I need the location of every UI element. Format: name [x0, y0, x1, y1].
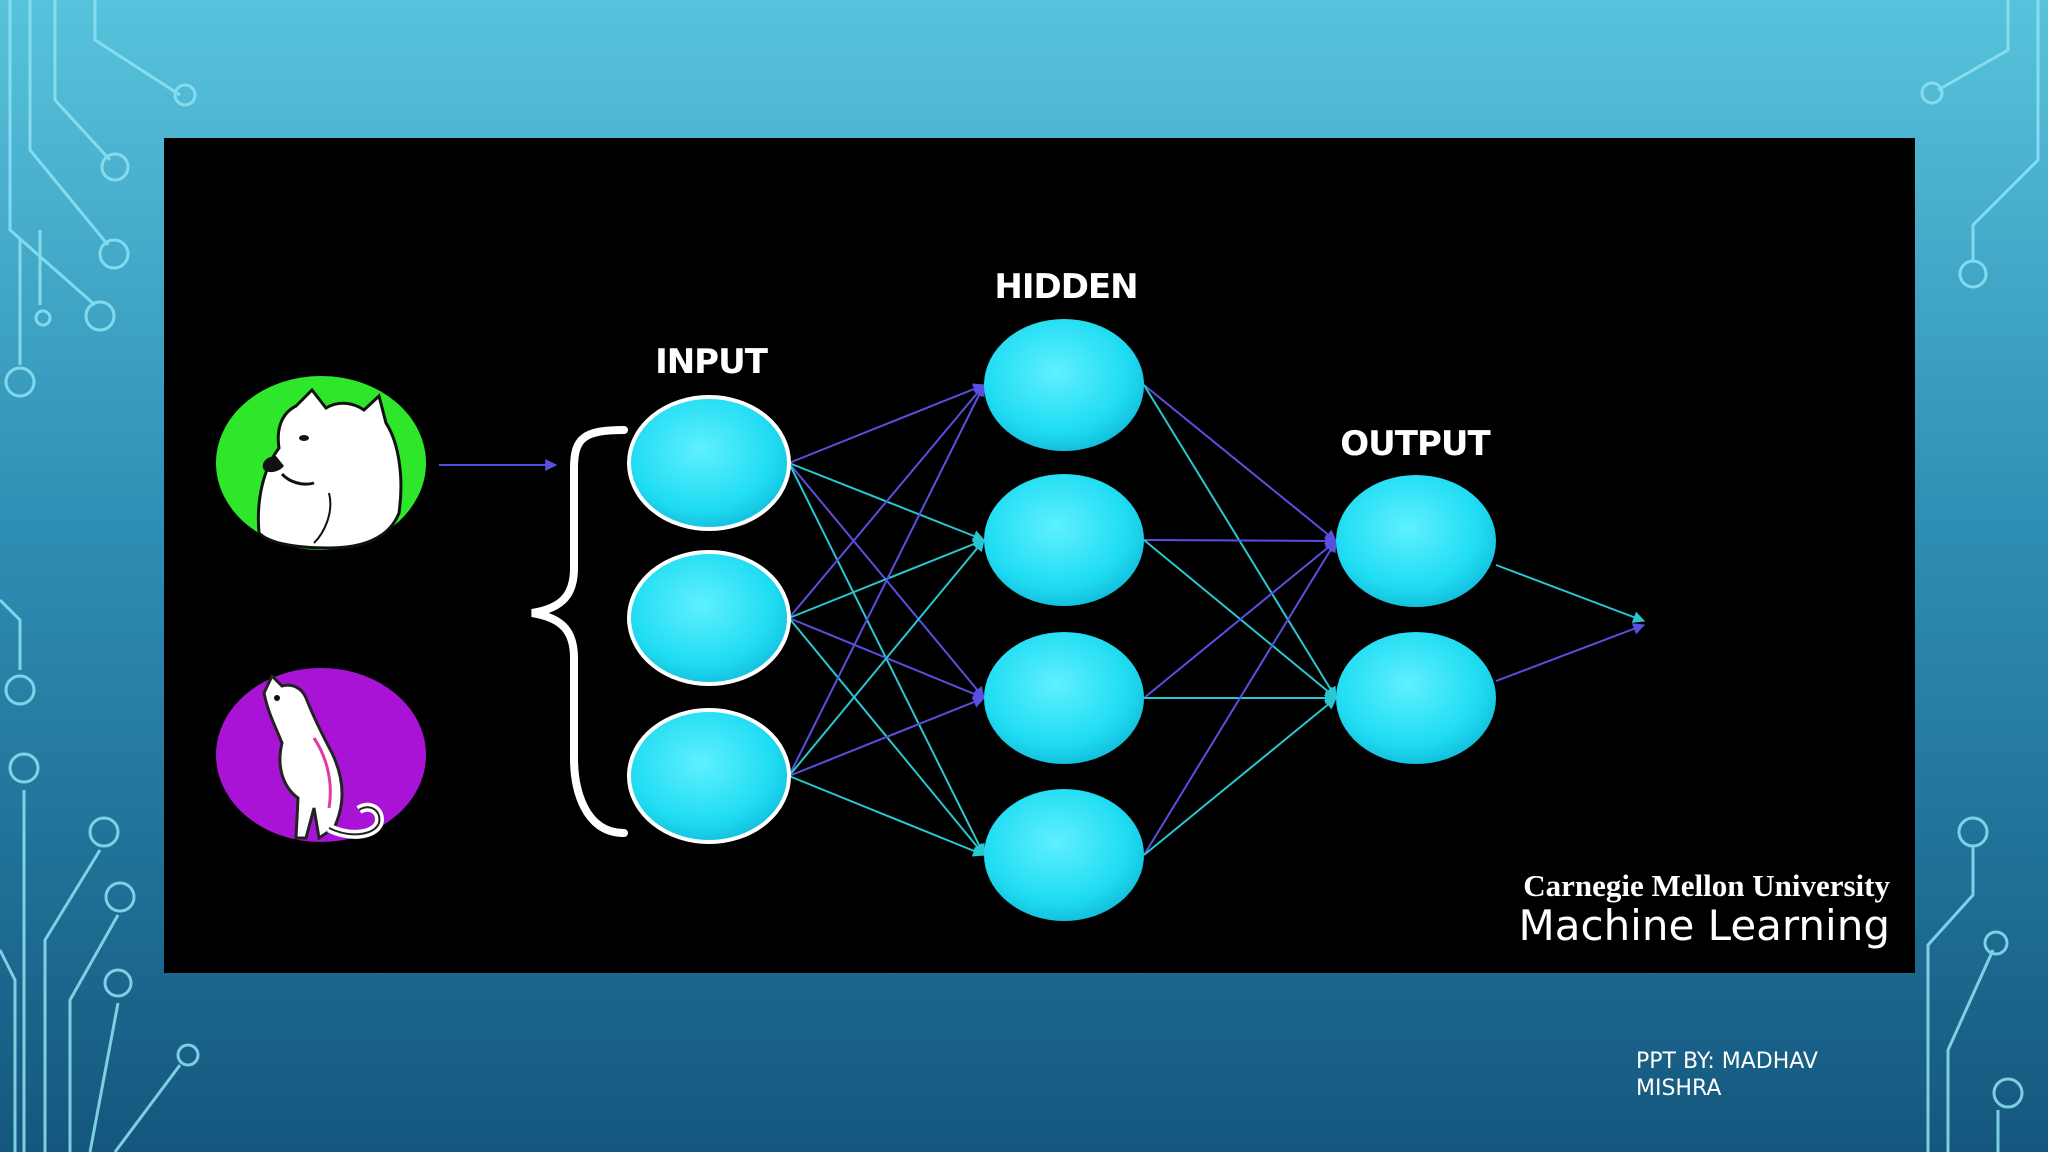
input-node-1 [627, 395, 791, 531]
hidden-node-3 [984, 632, 1144, 764]
input-node-3 [627, 708, 791, 844]
output-layer-label: OUTPUT [1340, 424, 1491, 464]
connection-hidden-output [1143, 540, 1337, 699]
input-layer-label: INPUT [655, 342, 769, 382]
connection-input-hidden [788, 775, 986, 857]
neural-network-diagram: INPUT HIDDEN OUTPUT Carnegie Mellon Univ… [216, 267, 1891, 950]
nodes [627, 319, 1496, 921]
circuit-decoration-right [1920, 0, 2040, 1152]
connection-input-hidden [788, 383, 986, 464]
output-arrow [1495, 564, 1646, 623]
output-node-2 [1336, 632, 1496, 764]
input-brace [531, 426, 628, 837]
connection-hidden-output [1143, 384, 1337, 542]
connection-hidden-output [1143, 534, 1338, 547]
presentation-credit: PPT BY: MADHAV MISHRA [1636, 1049, 1818, 1101]
university-name: Carnegie Mellon University [1523, 868, 1890, 903]
connection-hidden-output [1143, 539, 1337, 856]
connection-input-hidden [788, 539, 985, 777]
output-node-1 [1336, 475, 1496, 607]
hidden-node-4 [984, 789, 1144, 921]
hidden-layer-label: HIDDEN [994, 267, 1137, 307]
hidden-node-1 [984, 319, 1144, 451]
dog-icon [216, 376, 426, 550]
connection-hidden-output [1143, 697, 1337, 856]
connection-input-hidden [788, 383, 985, 777]
input-node-2 [627, 550, 791, 686]
circuit-decoration-left [0, 0, 200, 1152]
connection-input-hidden [788, 696, 986, 777]
output-arrow [1495, 623, 1646, 682]
diagram-panel: INPUT HIDDEN OUTPUT Carnegie Mellon Univ… [164, 138, 1915, 973]
connections [788, 383, 1338, 857]
program-name: Machine Learning [1519, 901, 1891, 950]
hidden-node-2 [984, 474, 1144, 606]
connection-input-hidden [788, 384, 985, 619]
cat-icon [216, 668, 426, 842]
